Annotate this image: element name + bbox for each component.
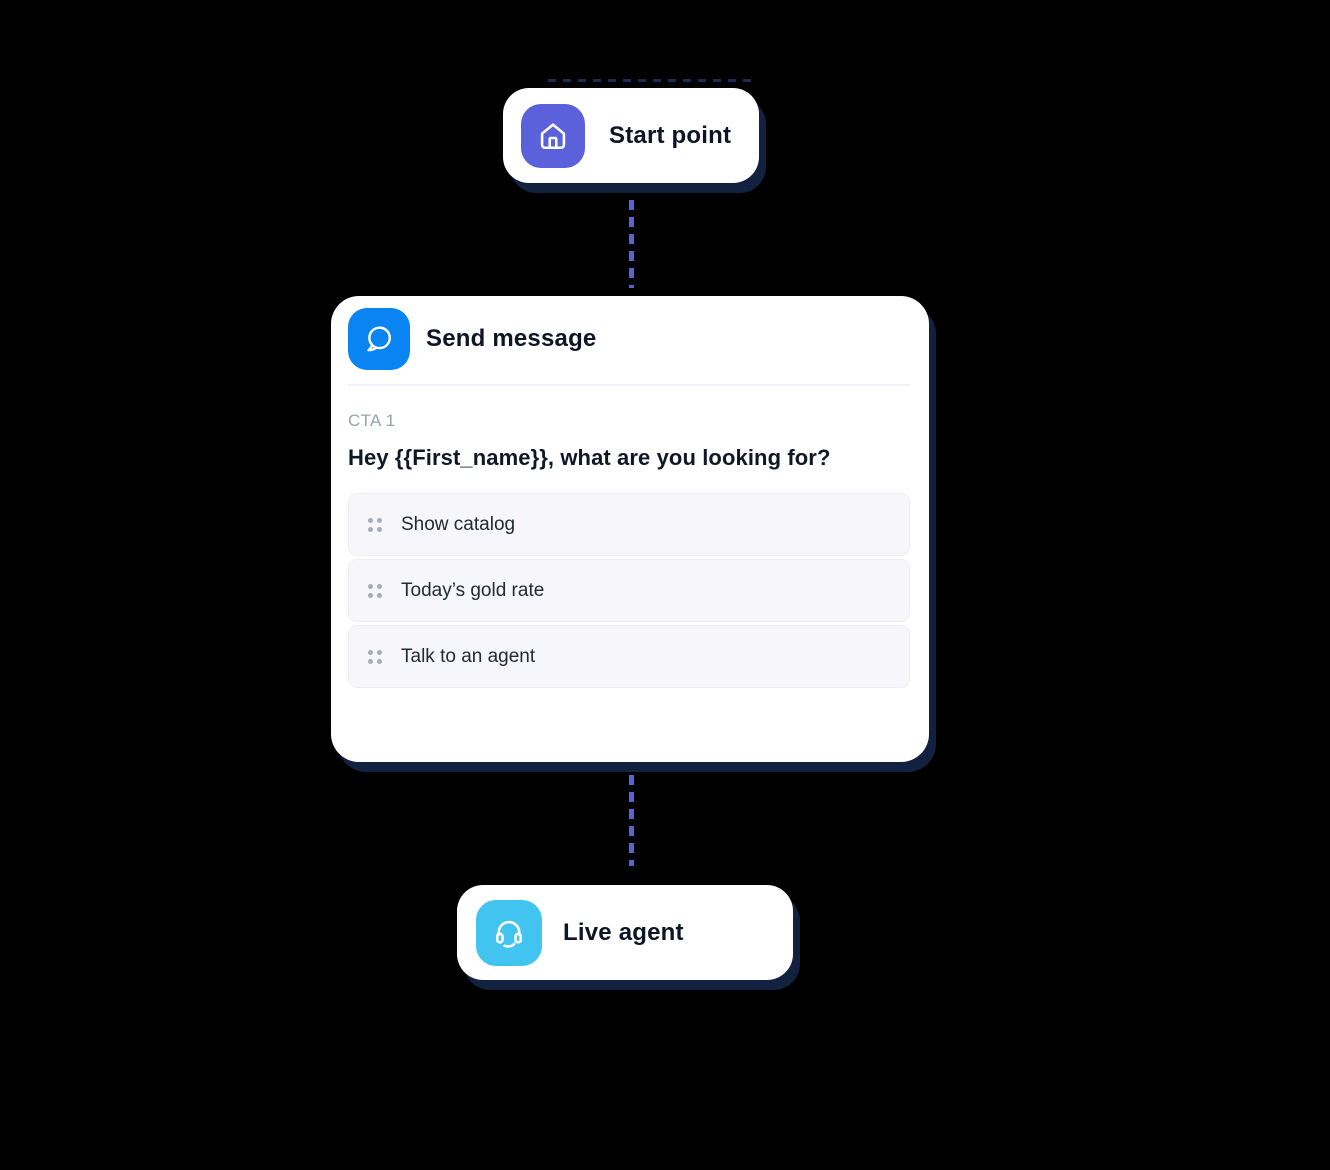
option-label: Talk to an agent (401, 645, 536, 667)
option-label: Show catalog (401, 513, 516, 535)
send-message-node[interactable]: Send message CTA 1 Hey {{First_name}}, w… (331, 296, 929, 762)
live-agent-label: Live agent (563, 918, 684, 946)
send-message-header: Send message (348, 308, 910, 370)
option-row[interactable]: Show catalog (348, 493, 910, 556)
connector-message-to-agent (629, 775, 634, 866)
start-point-node[interactable]: Start point (503, 88, 759, 183)
home-icon (521, 103, 585, 168)
header-divider (348, 384, 910, 386)
option-label: Today’s gold rate (401, 579, 545, 601)
live-agent-node[interactable]: Live agent (457, 885, 793, 980)
selection-dashes (548, 79, 756, 82)
send-message-title: Send message (426, 325, 597, 352)
chat-bubble-icon (348, 308, 410, 370)
drag-handle-icon[interactable] (368, 583, 382, 598)
cta-options-list: Show catalog Today’s gold rate Talk to a… (348, 493, 910, 688)
connector-start-to-message (629, 200, 634, 288)
start-point-label: Start point (609, 121, 732, 149)
option-row[interactable]: Today’s gold rate (348, 559, 910, 622)
drag-handle-icon[interactable] (368, 649, 382, 664)
drag-handle-icon[interactable] (368, 517, 382, 532)
cta-label: CTA 1 (348, 411, 396, 430)
headset-icon (476, 899, 542, 966)
option-row[interactable]: Talk to an agent (348, 625, 910, 688)
message-text: Hey {{First_name}}, what are you looking… (348, 445, 831, 470)
